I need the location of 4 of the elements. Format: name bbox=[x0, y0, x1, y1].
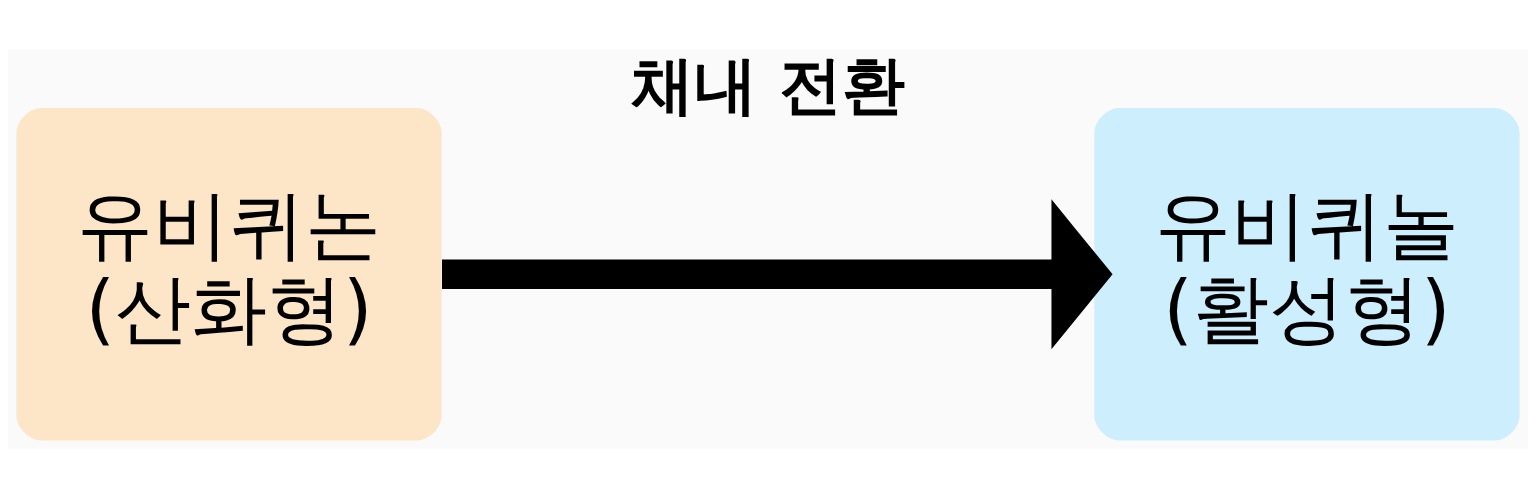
node-box: 유비퀴논 (산화형) bbox=[16, 107, 442, 441]
node-box: 유비퀴놀 (활성형) bbox=[1094, 107, 1520, 441]
edge-label: 채내 전환 bbox=[631, 47, 906, 122]
arrow bbox=[442, 198, 1113, 349]
